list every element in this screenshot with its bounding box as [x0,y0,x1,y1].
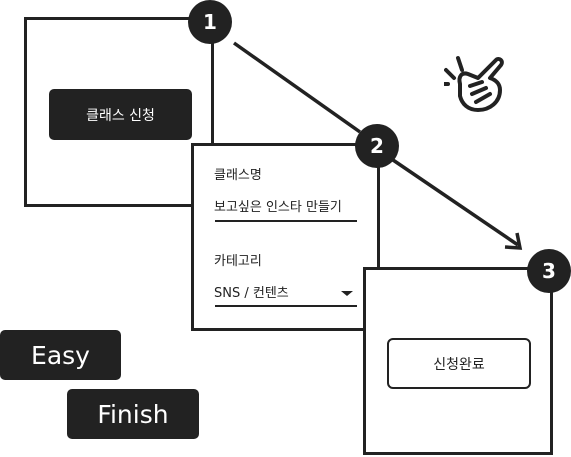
category-select[interactable]: SNS / 컨텐츠 [214,286,289,301]
finish-tag: Finish [67,389,199,439]
step-1-badge: 1 [188,0,232,44]
category-label: 카테고리 [214,254,262,269]
class-name-input[interactable]: 보고싶은 인스타 만들기 [214,200,342,215]
arrow-1-to-2 [232,41,362,134]
arrowhead-icon [504,232,523,250]
finger-snap-icon [444,56,504,112]
class-name-label: 클래스명 [214,168,262,183]
step-1-card: 클래스 신청 [24,17,214,207]
step-3-badge: 3 [527,249,571,293]
category-underline [215,305,357,307]
apply-complete-button[interactable]: 신청완료 [387,338,531,389]
step-2-card: 클래스명 보고싶은 인스타 만들기 카테고리 SNS / 컨텐츠 [191,143,380,331]
class-apply-button[interactable]: 클래스 신청 [49,89,192,140]
step-3-card: 신청완료 [363,267,553,455]
class-name-underline [215,220,357,222]
step-2-badge: 2 [355,124,399,168]
easy-tag: Easy [0,330,121,380]
chevron-down-icon[interactable] [341,291,353,296]
arrow-2-to-3 [392,158,519,247]
